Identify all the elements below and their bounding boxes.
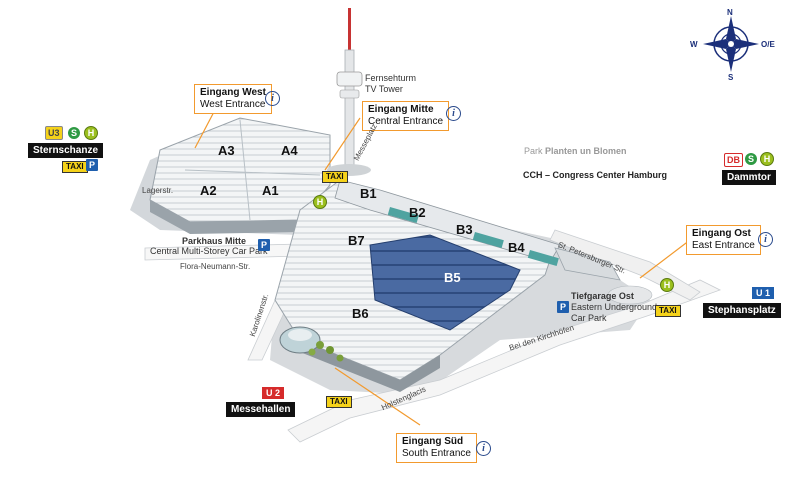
hall-b5 [369, 234, 521, 331]
callout-west-entrance[interactable]: Eingang West West Entrance [194, 84, 272, 114]
parking-mitte-name: Parkhaus Mitte [182, 236, 247, 246]
parking-mitte-label-en: Central Multi-Storey Car Park [150, 246, 268, 256]
taxi-icon-middle: TAXI [322, 171, 348, 183]
hall-label-b1: B1 [360, 186, 377, 201]
parking-ost-en-2: Car Park [571, 313, 607, 323]
leader-west [194, 107, 217, 149]
u3-badge: U3 [45, 126, 63, 140]
tv-tower-antenna [348, 8, 351, 50]
parking-icon-sternschanze: P [86, 159, 98, 171]
hall-label-b6: B6 [352, 306, 369, 321]
bus-stop-icon-dammtor: H [760, 152, 774, 166]
taxi-icon-sternschanze: TAXI [62, 161, 88, 173]
middle-entrance-en: Central Entrance [368, 116, 444, 127]
callout-south-entrance[interactable]: Eingang Süd South Entrance [396, 433, 477, 463]
bus-stop-icon-sternschanze: H [84, 126, 98, 140]
hall-label-b3: B3 [456, 222, 473, 237]
east-building [554, 247, 621, 281]
east-entrance-en: East Entrance [692, 240, 755, 251]
hall-label-a4: A4 [281, 143, 298, 158]
sbahn-icon-sternschanze: S [68, 127, 80, 139]
tv-tower-name-en: TV Tower [365, 84, 403, 94]
info-icon-south[interactable]: i [476, 441, 491, 456]
db-badge: DB [724, 153, 743, 167]
tv-tower-shaft [344, 49, 355, 171]
station-messehallen[interactable]: Messehallen [226, 402, 296, 417]
bus-stop-icon-middle: H [313, 195, 327, 209]
parking-ost-name: Tiefgarage Ost [571, 291, 634, 301]
bus-stop-icon-east: H [660, 278, 674, 292]
parking-icon-mitte: P [258, 239, 270, 251]
hall-b-front [300, 340, 440, 392]
leader-east [639, 239, 691, 279]
u2-badge: U 2 [262, 387, 285, 399]
compass-south: S [728, 73, 734, 82]
tv-tower-label: Fernsehturm TV Tower [365, 73, 416, 95]
park-label: Park Planten un Blomen [524, 146, 627, 156]
u1-badge: U 1 [752, 287, 775, 299]
compass-north: N [727, 8, 733, 17]
compass-west: W [690, 40, 698, 49]
parking-ost-en-1: Eastern Underground [571, 302, 658, 312]
hall-label-b5: B5 [444, 270, 461, 285]
park-name: Planten un Blomen [545, 146, 627, 156]
compass-east: O/E [761, 40, 775, 49]
tv-tower-name: Fernsehturm [365, 73, 417, 83]
compass-rose [703, 16, 759, 72]
info-icon-middle[interactable]: i [446, 106, 461, 121]
leader-middle [324, 117, 361, 171]
callout-central-entrance[interactable]: Eingang Mitte Central Entrance [362, 101, 450, 131]
cch-label: CCH – Congress Center Hamburg [523, 170, 668, 180]
parking-ost-label: Tiefgarage Ost Eastern Underground Car P… [571, 291, 657, 324]
station-stephansplatz[interactable]: Stephansplatz [703, 303, 781, 318]
info-icon-east[interactable]: i [758, 232, 773, 247]
taxi-icon-south: TAXI [326, 396, 352, 408]
leader-south [334, 367, 421, 426]
west-entrance-de: Eingang West [200, 87, 266, 98]
hall-label-a2: A2 [200, 183, 217, 198]
hall-a-front [150, 200, 300, 234]
callout-east-entrance[interactable]: Eingang Ost East Entrance [686, 225, 761, 255]
street-lagerstr: Lagerstr. [142, 186, 174, 195]
park-prefix: Park [524, 146, 543, 156]
station-dammtor[interactable]: Dammtor [722, 170, 776, 185]
parking-mitte-label: Parkhaus Mitte [182, 236, 246, 247]
hall-label-b2: B2 [409, 205, 426, 220]
parking-icon-ost: P [557, 301, 569, 313]
street-band-holsten [287, 279, 722, 443]
station-sternschanze[interactable]: Sternschanze [28, 143, 104, 158]
info-icon-west[interactable]: i [265, 91, 280, 106]
south-entrance-de: Eingang Süd [402, 436, 464, 447]
east-entrance-de: Eingang Ost [692, 228, 751, 239]
hall-a-block [149, 117, 331, 223]
middle-entrance-de: Eingang Mitte [368, 104, 434, 115]
street-flora-neumann: Flora-Neumann-Str. [180, 262, 251, 271]
tv-tower-pod [336, 71, 363, 87]
hall-label-b4: B4 [508, 240, 525, 255]
sbahn-icon-dammtor: S [745, 153, 757, 165]
west-entrance-en: West Entrance [200, 99, 266, 110]
taxi-icon-east: TAXI [655, 305, 681, 317]
east-plaza [607, 285, 653, 305]
south-entrance-en: South Entrance [402, 448, 471, 459]
hall-label-b7: B7 [348, 233, 365, 248]
hall-label-a3: A3 [218, 143, 235, 158]
hall-label-a1: A1 [262, 183, 279, 198]
